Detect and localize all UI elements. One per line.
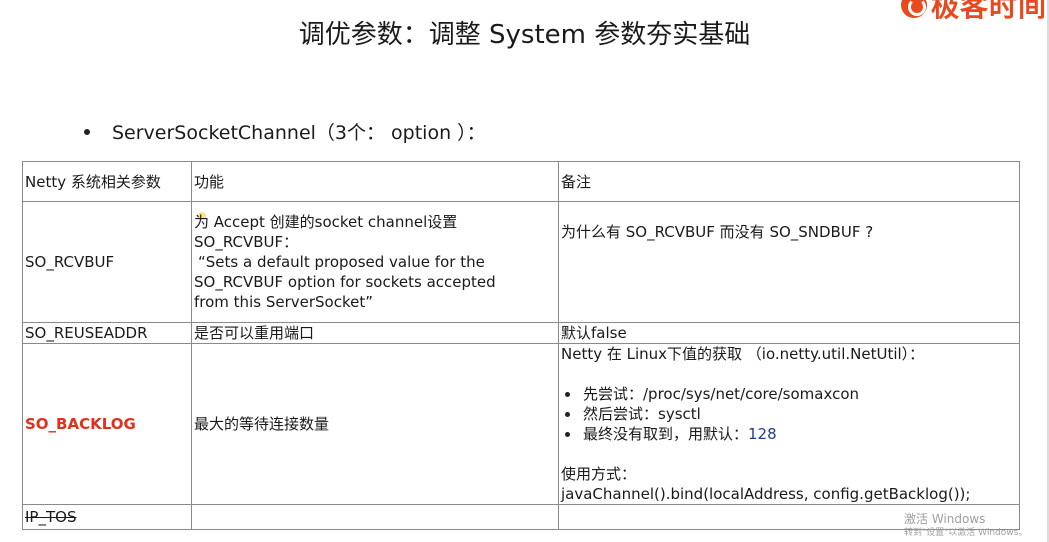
- logo-icon: [900, 0, 927, 18]
- table-row: SO_RCVBUF 为 Accept 创建的socket channel设置 S…: [22, 201, 1020, 323]
- function-line: SO_RCVBUF option for sockets accepted: [194, 273, 496, 291]
- note-bullet-list: 先尝试：/proc/sys/net/core/somaxcon 然后尝试：sys…: [561, 384, 1017, 444]
- table-row: IP_TOS: [22, 504, 1020, 530]
- logo-text: 极客时间: [930, 0, 1047, 20]
- param-name: SO_RCVBUF: [22, 201, 192, 323]
- usage-code: javaChannel().bind(localAddress, config.…: [561, 485, 971, 503]
- table-header-row: Netty 系统相关参数 功能 备注: [22, 161, 1020, 202]
- watermark-line2: 转到"设置"以激活 Windows。: [904, 528, 1028, 538]
- param-name: IP_TOS: [22, 504, 192, 530]
- note-title: Netty 在 Linux下值的获取 （io.netty.util.NetUti…: [561, 345, 925, 363]
- list-item: 先尝试：/proc/sys/net/core/somaxcon: [561, 384, 1017, 404]
- note-cell: 默认false: [558, 322, 1020, 344]
- header-function: 功能: [191, 161, 559, 202]
- function-line: 为 Accept 创建的socket channel设置: [194, 213, 458, 231]
- table-row: SO_BACKLOG 最大的等待连接数量 Netty 在 Linux下值的获取 …: [22, 343, 1020, 505]
- window-edge: [1047, 0, 1049, 542]
- bullet-text: ServerSocketChannel（3个： option ）：: [112, 122, 486, 144]
- param-name: SO_REUSEADDR: [22, 322, 192, 344]
- bullet-item: ServerSocketChannel（3个： option ）：: [84, 118, 486, 145]
- list-item: 最终没有取到，用默认：128: [561, 424, 1017, 444]
- param-name: SO_BACKLOG: [22, 343, 192, 505]
- function-line: from this ServerSocket”: [194, 293, 373, 311]
- function-cell: 为 Accept 创建的socket channel设置 SO_RCVBUF： …: [191, 201, 559, 323]
- usage-label: 使用方式：: [561, 465, 637, 483]
- note-cell: Netty 在 Linux下值的获取 （io.netty.util.NetUti…: [558, 343, 1020, 505]
- slide-title: 调优参数：调整 System 参数夯实基础: [298, 20, 751, 50]
- list-item: 然后尝试：sysctl: [561, 404, 1017, 424]
- brand-logo: 极客时间: [900, 0, 1047, 20]
- function-cell: 是否可以重用端口: [191, 322, 559, 344]
- watermark-line1: 激活 Windows: [904, 512, 986, 526]
- function-line: SO_RCVBUF：: [194, 233, 299, 251]
- bullet-icon: [84, 128, 90, 135]
- function-cell: 最大的等待连接数量: [191, 343, 559, 505]
- note-cell: [558, 504, 1020, 530]
- note-cell: 为什么有 SO_RCVBUF 而没有 SO_SNDBUF ?: [558, 201, 1020, 323]
- header-note: 备注: [558, 161, 1020, 202]
- default-value: 128: [748, 425, 777, 443]
- function-cell: [191, 504, 559, 530]
- function-line: “Sets a default proposed value for the: [198, 253, 485, 271]
- params-table: Netty 系统相关参数 功能 备注 SO_RCVBUF 为 Accept 创建…: [22, 161, 1020, 530]
- windows-activation-watermark: 激活 Windows 转到"设置"以激活 Windows。: [904, 512, 1027, 540]
- header-param: Netty 系统相关参数: [22, 161, 192, 202]
- table-row: SO_REUSEADDR 是否可以重用端口 默认false: [22, 322, 1020, 344]
